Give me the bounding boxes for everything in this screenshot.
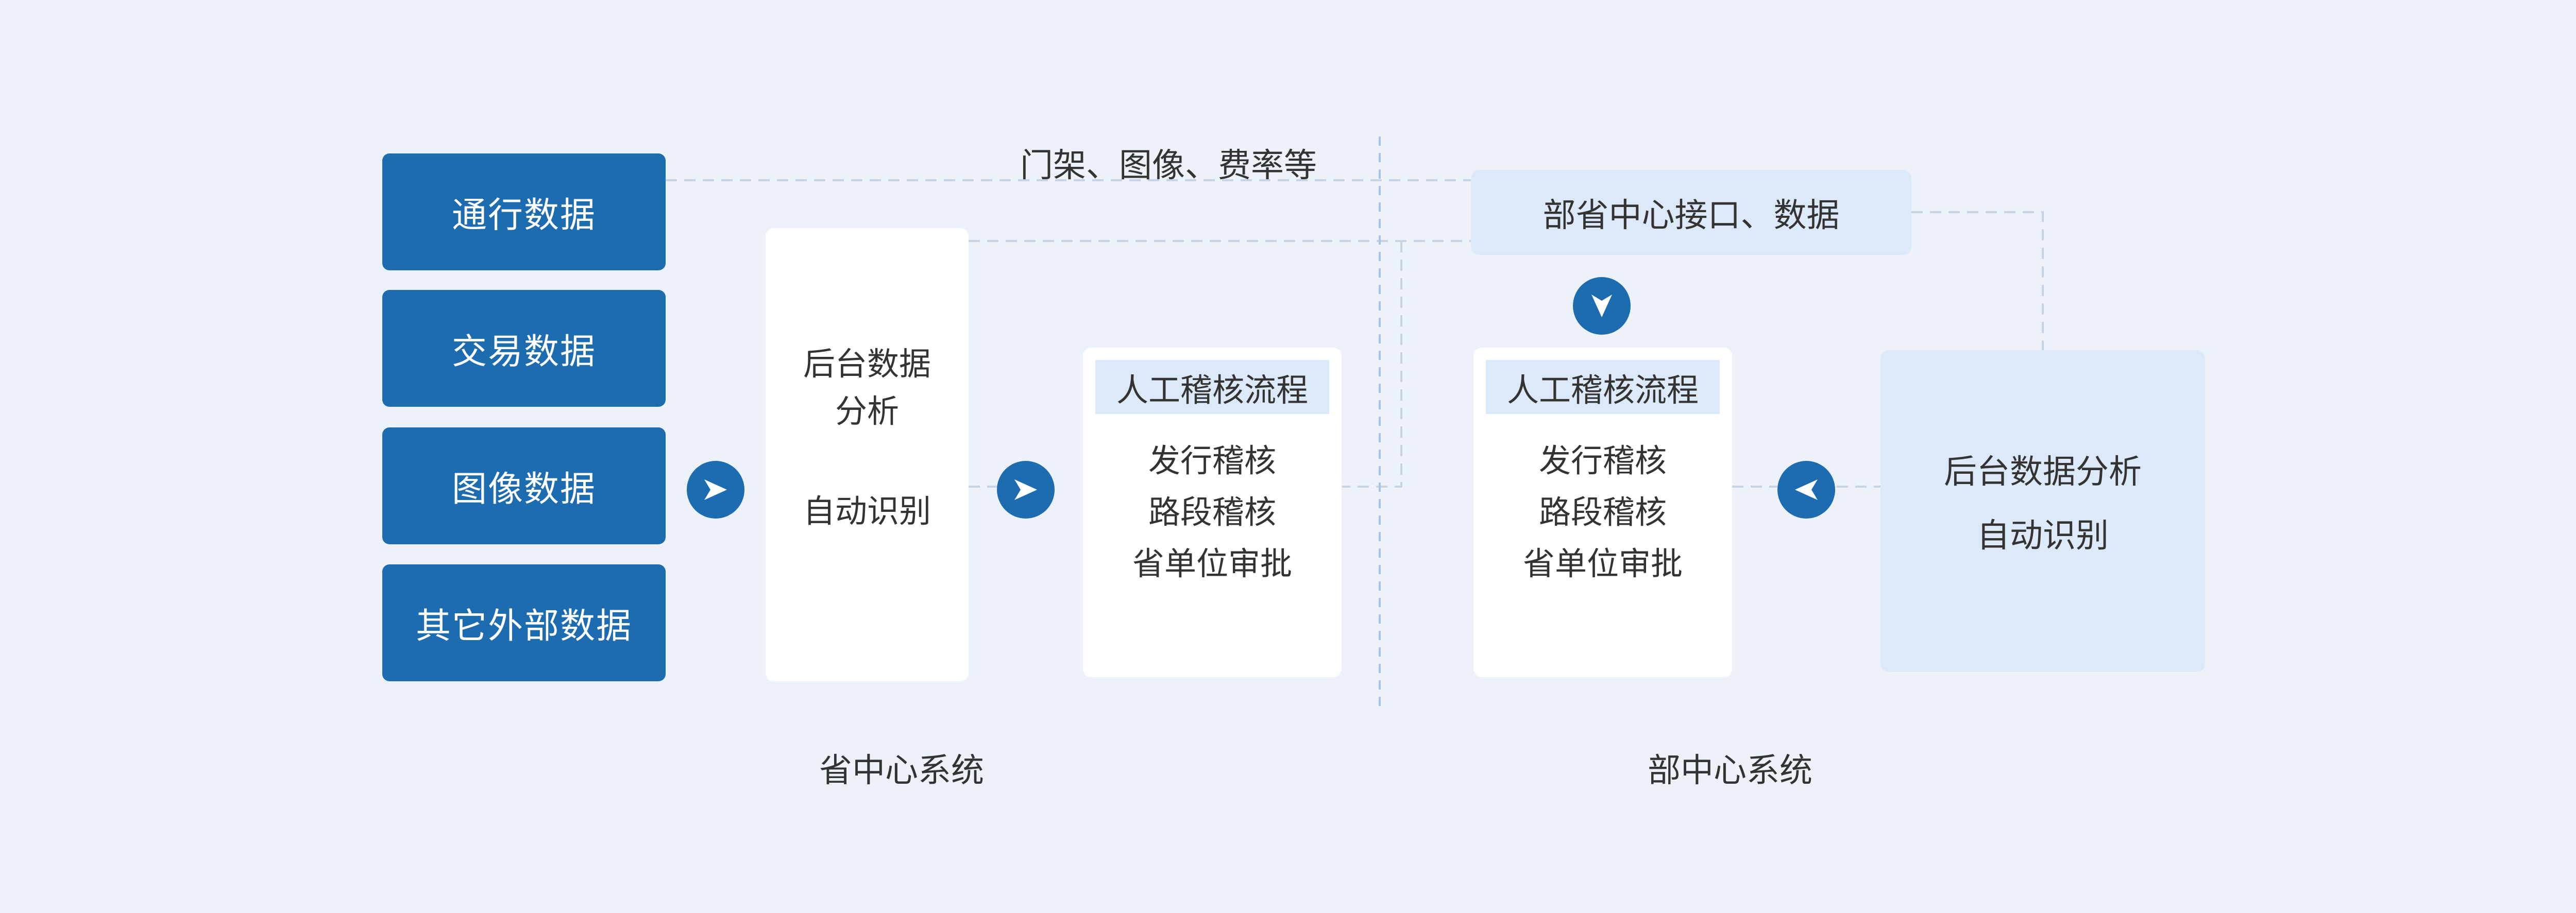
ministry-audit-item: 发行稽核 [1538, 442, 1667, 479]
ministry-audit-box: 人工稽核流程 发行稽核 路段稽核 省单位审批 [1473, 348, 1732, 677]
flow-arrow-down [1573, 277, 1631, 335]
flow-arrow-2 [997, 461, 1055, 519]
arrow-down-icon [1591, 295, 1612, 317]
ministry-analysis-text: 后台数据分析 自动识别 [1880, 440, 2205, 568]
ministry-audit-items: 发行稽核 路段稽核 省单位审批 [1473, 435, 1732, 590]
source-box-traffic: 通行数据 [382, 153, 666, 270]
connector-interface-down [1342, 241, 1402, 488]
source-box-transaction: 交易数据 [382, 290, 666, 407]
connector-interface-right [1911, 211, 2044, 350]
provincial-audit-item: 省单位审批 [1132, 545, 1292, 582]
source-box-image: 图像数据 [382, 427, 666, 544]
source-box-external: 其它外部数据 [382, 564, 666, 681]
provincial-audit-header: 人工稽核流程 [1095, 360, 1329, 414]
provincial-analysis-title: 后台数据 分析 [766, 340, 969, 435]
provincial-analysis-line2: 分析 [835, 392, 899, 430]
provincial-system-label: 省中心系统 [819, 752, 984, 790]
provincial-audit-box: 人工稽核流程 发行稽核 路段稽核 省单位审批 [1083, 348, 1342, 677]
flow-arrow-left [1777, 461, 1835, 519]
ministry-system-label: 部中心系统 [1648, 752, 1812, 790]
ministry-audit-item: 省单位审批 [1522, 545, 1683, 582]
provincial-audit-item: 路段稽核 [1148, 493, 1276, 531]
provincial-analysis-line3: 自动识别 [803, 492, 931, 530]
provincial-analysis-line1: 后台数据 [803, 345, 931, 383]
top-flow-label: 门架、图像、费率等 [1020, 147, 1317, 185]
arrow-right-icon [1014, 479, 1037, 500]
ministry-audit-header: 人工稽核流程 [1486, 360, 1720, 414]
flow-arrow-1 [687, 461, 744, 519]
arrow-left-icon [1795, 479, 1818, 500]
provincial-audit-item: 发行稽核 [1148, 442, 1276, 479]
ministry-analysis-line2: 自动识别 [1977, 517, 2109, 555]
ministry-analysis-box: 后台数据分析 自动识别 [1880, 350, 2205, 672]
provincial-audit-items: 发行稽核 路段稽核 省单位审批 [1083, 435, 1342, 590]
ministry-analysis-line1: 后台数据分析 [1944, 453, 2142, 491]
provincial-analysis-box: 后台数据 分析 自动识别 [766, 228, 969, 681]
ministry-audit-item: 路段稽核 [1538, 493, 1667, 531]
arrow-right-icon [704, 479, 727, 500]
ministry-interface-box: 部省中心接口、数据 [1471, 170, 1911, 255]
ministry-interface-label: 部省中心接口、数据 [1543, 196, 1840, 235]
